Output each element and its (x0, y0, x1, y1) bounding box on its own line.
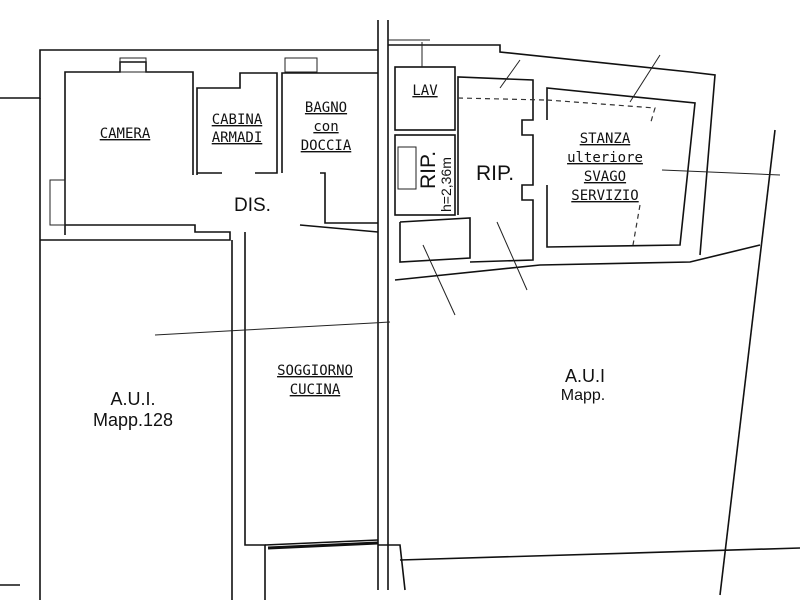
label-camera: CAMERA (100, 126, 151, 142)
room-bagno-walls (281, 57, 378, 224)
label-bagno-2: con (313, 119, 338, 135)
label-soggiorno-2: CUCINA (290, 382, 341, 398)
label-soggiorno-1: SOGGIORNO (277, 363, 353, 379)
exterior-walls (0, 20, 800, 600)
room-camera-walls (40, 57, 231, 241)
label-stanza-4: SERVIZIO (571, 188, 638, 204)
label-aui-right-1: A.U.I (565, 366, 605, 386)
room-soggiorno-walls (154, 224, 406, 600)
label-lav: LAV (412, 83, 438, 99)
label-bagno-1: BAGNO (305, 100, 347, 116)
room-cabina-walls (196, 72, 278, 175)
label-rip-small: RIP. (417, 151, 440, 189)
label-cabina-2: ARMADI (212, 130, 263, 146)
label-cabina-1: CABINA (212, 112, 263, 128)
room-rip-walls (457, 59, 546, 291)
room-stanza-walls (546, 54, 781, 248)
label-bagno-3: DOCCIA (301, 138, 352, 154)
label-aui-left-2: Mapp.128 (93, 410, 173, 430)
label-stanza-3: SVAGO (584, 169, 626, 185)
label-stanza-2: ulteriore (567, 150, 643, 166)
label-aui-left-1: A.U.I. (110, 389, 155, 409)
label-rip: RIP. (476, 162, 514, 185)
label-aui-right-2: Mapp. (561, 387, 605, 404)
label-rip-small-height: h=2,36m (438, 157, 454, 212)
room-lav-walls (394, 42, 471, 316)
label-stanza-1: STANZA (580, 131, 631, 147)
label-dis: DIS. (234, 195, 271, 216)
